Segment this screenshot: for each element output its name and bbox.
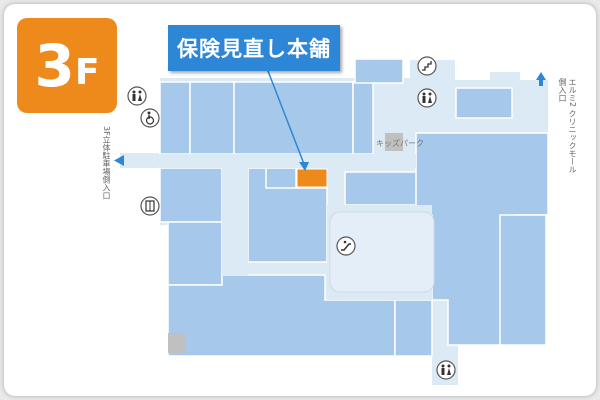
store-block [354,58,404,84]
wheelchair-icon [140,108,160,128]
store-block [499,214,547,346]
store-block [344,171,419,206]
store-block [455,87,513,119]
store-block [159,167,223,223]
store-block [167,274,396,357]
highlighted-shop [296,168,328,188]
store-block [159,81,191,155]
restroom-icon [417,88,437,108]
right-exit-arrow-icon [536,72,546,86]
floor-number: 3 [34,31,75,100]
floor-letter: F [74,51,100,93]
store-block [233,81,354,155]
stairs-icon [417,56,437,76]
left-exit-label: 3F立体駐車場側入口 [102,126,111,200]
restroom-icon [436,360,456,380]
store-block [394,299,433,357]
service-area [168,333,186,353]
elevator-icon [140,196,160,216]
callout-pointer [267,70,309,171]
store-block [265,167,297,189]
store-block [167,221,223,286]
restroom-icon [127,86,147,106]
store-block [352,81,374,155]
store-block [189,81,235,155]
shop-callout[interactable]: 保険見直し本舗 [168,25,340,71]
kids-park-label: キッズパーク [376,139,424,148]
right-exit-label: エルミ2 クリニックモール側入口 [558,78,577,174]
service-area [385,133,403,151]
escalator-icon [336,236,356,256]
store-blocks [159,58,549,357]
left-exit-arrow-icon [114,155,124,166]
walkways [160,154,435,300]
